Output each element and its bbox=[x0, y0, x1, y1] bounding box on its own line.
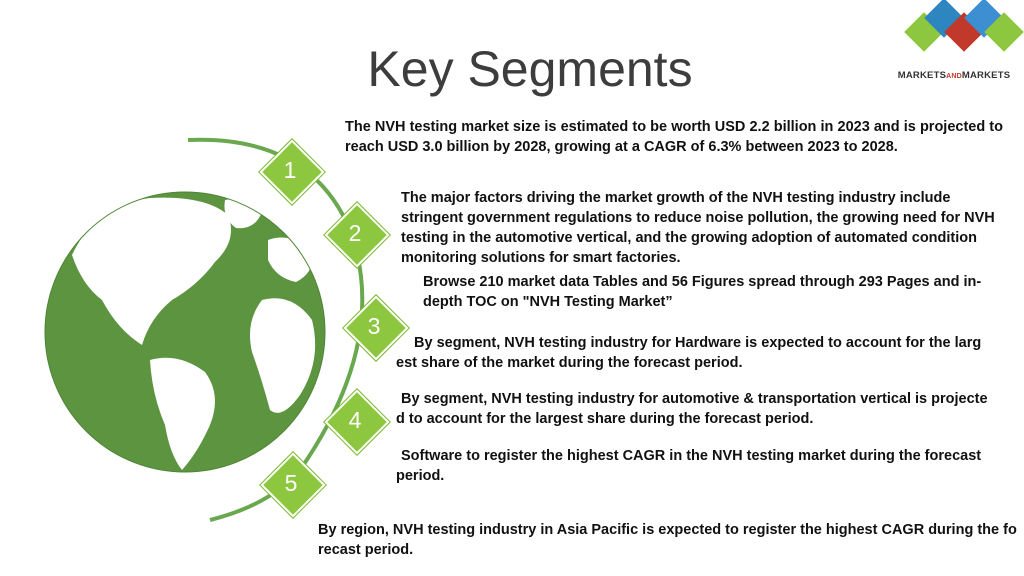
region-segment-text: By region, NVH testing industry in Asia … bbox=[318, 522, 1017, 558]
step-number: 2 bbox=[348, 220, 362, 246]
hardware-segment-text: By segment, NVH testing industry for Har… bbox=[396, 335, 982, 371]
step-badge-3: 3 bbox=[343, 295, 409, 361]
logo-text: MARKETSANDMARKETS bbox=[897, 70, 1011, 81]
step-number: 4 bbox=[348, 407, 362, 433]
browse-report-text: Browse 210 market data Tables and 56 Fig… bbox=[423, 274, 982, 310]
step-badge-5: 5 bbox=[260, 452, 326, 518]
automotive-segment-text: By segment, NVH testing industry for aut… bbox=[396, 391, 988, 427]
north-america-shape bbox=[72, 197, 232, 345]
step-number: 1 bbox=[283, 157, 297, 183]
page-title: Key Segments bbox=[367, 41, 693, 97]
software-segment-text: Software to register the highest CAGR in… bbox=[396, 448, 982, 484]
europe-shape bbox=[268, 237, 313, 282]
markets-logo: MARKETSANDMARKETS bbox=[884, 0, 1024, 90]
logo-diamonds-icon bbox=[904, 0, 1024, 52]
step-number: 5 bbox=[284, 470, 298, 496]
step-number: 3 bbox=[367, 313, 381, 339]
step-badge-4: 4 bbox=[324, 389, 390, 455]
africa-shape bbox=[249, 298, 316, 413]
south-america-shape bbox=[150, 357, 215, 470]
greenland-shape bbox=[224, 198, 262, 229]
step-badge-2: 2 bbox=[324, 202, 390, 268]
growth-factors-text: The major factors driving the market gro… bbox=[401, 190, 995, 266]
step-badge-1: 1 bbox=[259, 139, 325, 205]
market-size-text: The NVH testing market size is estimated… bbox=[345, 119, 1003, 155]
